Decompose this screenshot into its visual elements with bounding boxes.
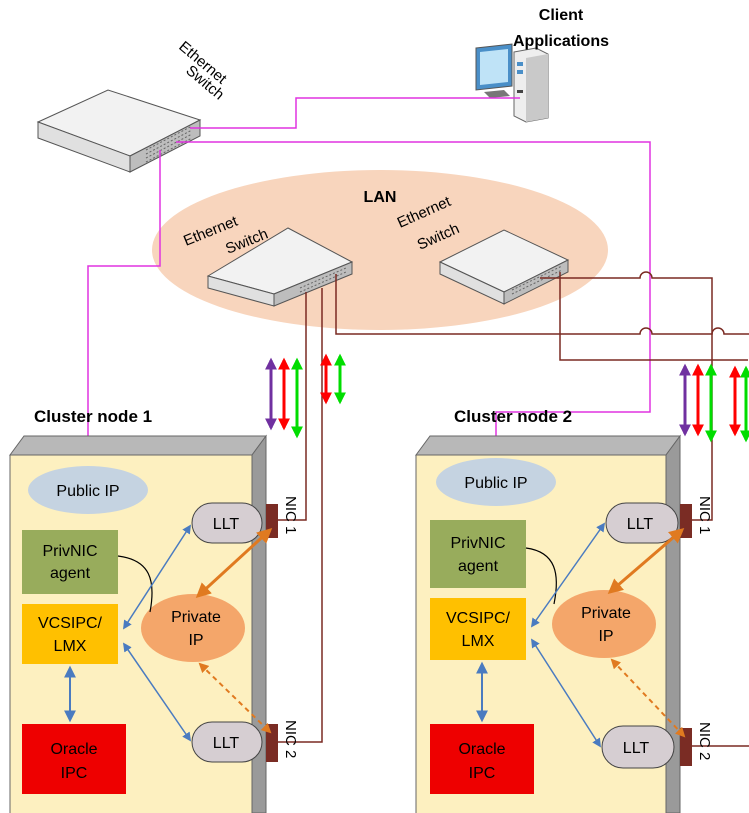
node1-public-ip-label: Public IP	[56, 483, 119, 500]
lan-right-switch-icon	[438, 229, 570, 305]
node1-vcsipc-lmx	[22, 604, 118, 664]
node2-private-ip	[552, 590, 656, 658]
node1-llt-bottom-label: LLT	[213, 735, 240, 752]
node2-nic1-label: NIC 1	[696, 496, 713, 534]
node1-private-ip	[141, 594, 245, 662]
node2-llt-bottom-label: LLT	[623, 740, 650, 757]
node1-nic2-port	[266, 724, 278, 762]
node1-nic1-label: NIC 1	[282, 496, 299, 534]
public-network-links	[87, 97, 651, 462]
top-ethernet-switch-icon	[36, 89, 202, 173]
client-label-line1: Client	[539, 7, 584, 24]
node1-llt-top-label: LLT	[213, 516, 240, 533]
lan-left-switch-icon	[206, 227, 354, 307]
node2-public-ip	[436, 458, 556, 506]
node1-privnic-agent	[22, 530, 118, 594]
node2-nic1-port	[680, 504, 692, 538]
node1-oracle-line1: Oracle	[50, 741, 97, 758]
node2-oracle-ipc	[430, 724, 534, 794]
node2-llt-top-label: LLT	[627, 516, 654, 533]
node1-nic2-label: NIC 2	[282, 720, 299, 758]
node2-vcsipc-line2: LMX	[462, 633, 495, 650]
node2-private-ip-line1: Private	[581, 605, 631, 622]
node2-oracle-line1: Oracle	[458, 741, 505, 758]
node2-privnic-line2: agent	[458, 558, 499, 575]
node2-public-ip-label: Public IP	[464, 475, 527, 492]
traffic-arrows-node2	[679, 363, 749, 443]
node1-privnic-line2: agent	[50, 565, 91, 582]
node2-privnic-line1: PrivNIC	[450, 535, 505, 552]
node1-vcsipc-line1: VCSIPC/	[38, 615, 103, 632]
node1-public-ip	[28, 466, 148, 514]
client-label-line2: Applications	[513, 33, 609, 50]
node2-oracle-line2: IPC	[469, 765, 496, 782]
private-network-links	[278, 271, 749, 747]
node1-oracle-ipc	[22, 724, 126, 794]
cluster-node-1-title: Cluster node 1	[34, 407, 152, 426]
node2-nic2-label: NIC 2	[696, 722, 713, 760]
node1-vcsipc-line2: LMX	[54, 638, 87, 655]
node2-internal-links	[476, 522, 686, 748]
lan-label: LAN	[364, 189, 397, 206]
client-computer-icon	[475, 43, 549, 123]
node1-internal-links	[64, 524, 273, 742]
node2-vcsipc-lmx	[430, 598, 526, 660]
node2-private-ip-line2: IP	[598, 628, 613, 645]
node1-privnic-line1: PrivNIC	[42, 543, 97, 560]
node2-privnic-agent	[430, 520, 526, 588]
node1-oracle-line2: IPC	[61, 765, 88, 782]
node1-private-ip-line1: Private	[171, 609, 221, 626]
node2-nic2-port	[680, 728, 692, 766]
traffic-arrows-node1	[265, 353, 346, 439]
node2-vcsipc-line1: VCSIPC/	[446, 610, 511, 627]
cluster-node-2-title: Cluster node 2	[454, 407, 572, 426]
node1-private-ip-line2: IP	[188, 632, 203, 649]
